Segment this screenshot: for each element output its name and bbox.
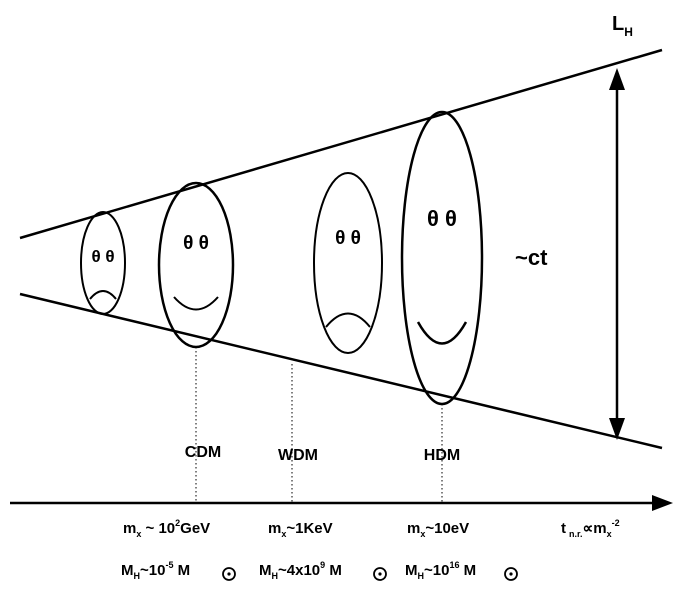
horizon-size-arrow bbox=[609, 68, 625, 440]
cdm-label: CDM bbox=[185, 444, 221, 461]
cdm-horizon-mass: MH~10-5 M bbox=[121, 560, 190, 581]
face-eyes: θ θ bbox=[91, 247, 114, 266]
wdm-particle-mass: mx~1KeV bbox=[268, 520, 333, 539]
face-small-sad: θ θ bbox=[80, 211, 126, 315]
horizon-upper-line bbox=[19, 48, 663, 240]
face-hdm-happy: θ θ bbox=[400, 110, 484, 406]
face-cdm-happy: θ θ bbox=[157, 181, 235, 349]
wdm-label: WDM bbox=[278, 447, 318, 464]
solar-mass-icon bbox=[373, 567, 387, 581]
cdm-particle-mass: mx ~ 102GeV bbox=[123, 518, 210, 539]
time-axis bbox=[10, 495, 673, 511]
horizon-label: LH bbox=[612, 13, 633, 39]
horizon-lower-line bbox=[19, 292, 663, 450]
face-wdm-sad: θ θ bbox=[313, 172, 383, 354]
ct-label: ~ct bbox=[515, 245, 548, 270]
solar-mass-icon bbox=[222, 567, 236, 581]
face-eyes: θ θ bbox=[183, 233, 209, 254]
face-eyes: θ θ bbox=[335, 228, 361, 249]
wdm-horizon-mass: MH~4x109 M bbox=[259, 560, 342, 581]
solar-mass-icon bbox=[504, 567, 518, 581]
hdm-particle-mass: mx~10eV bbox=[407, 520, 469, 539]
hdm-horizon-mass: MH~1016 M bbox=[405, 560, 476, 581]
hdm-label: HDM bbox=[424, 447, 460, 464]
face-eyes: θ θ bbox=[427, 206, 457, 231]
